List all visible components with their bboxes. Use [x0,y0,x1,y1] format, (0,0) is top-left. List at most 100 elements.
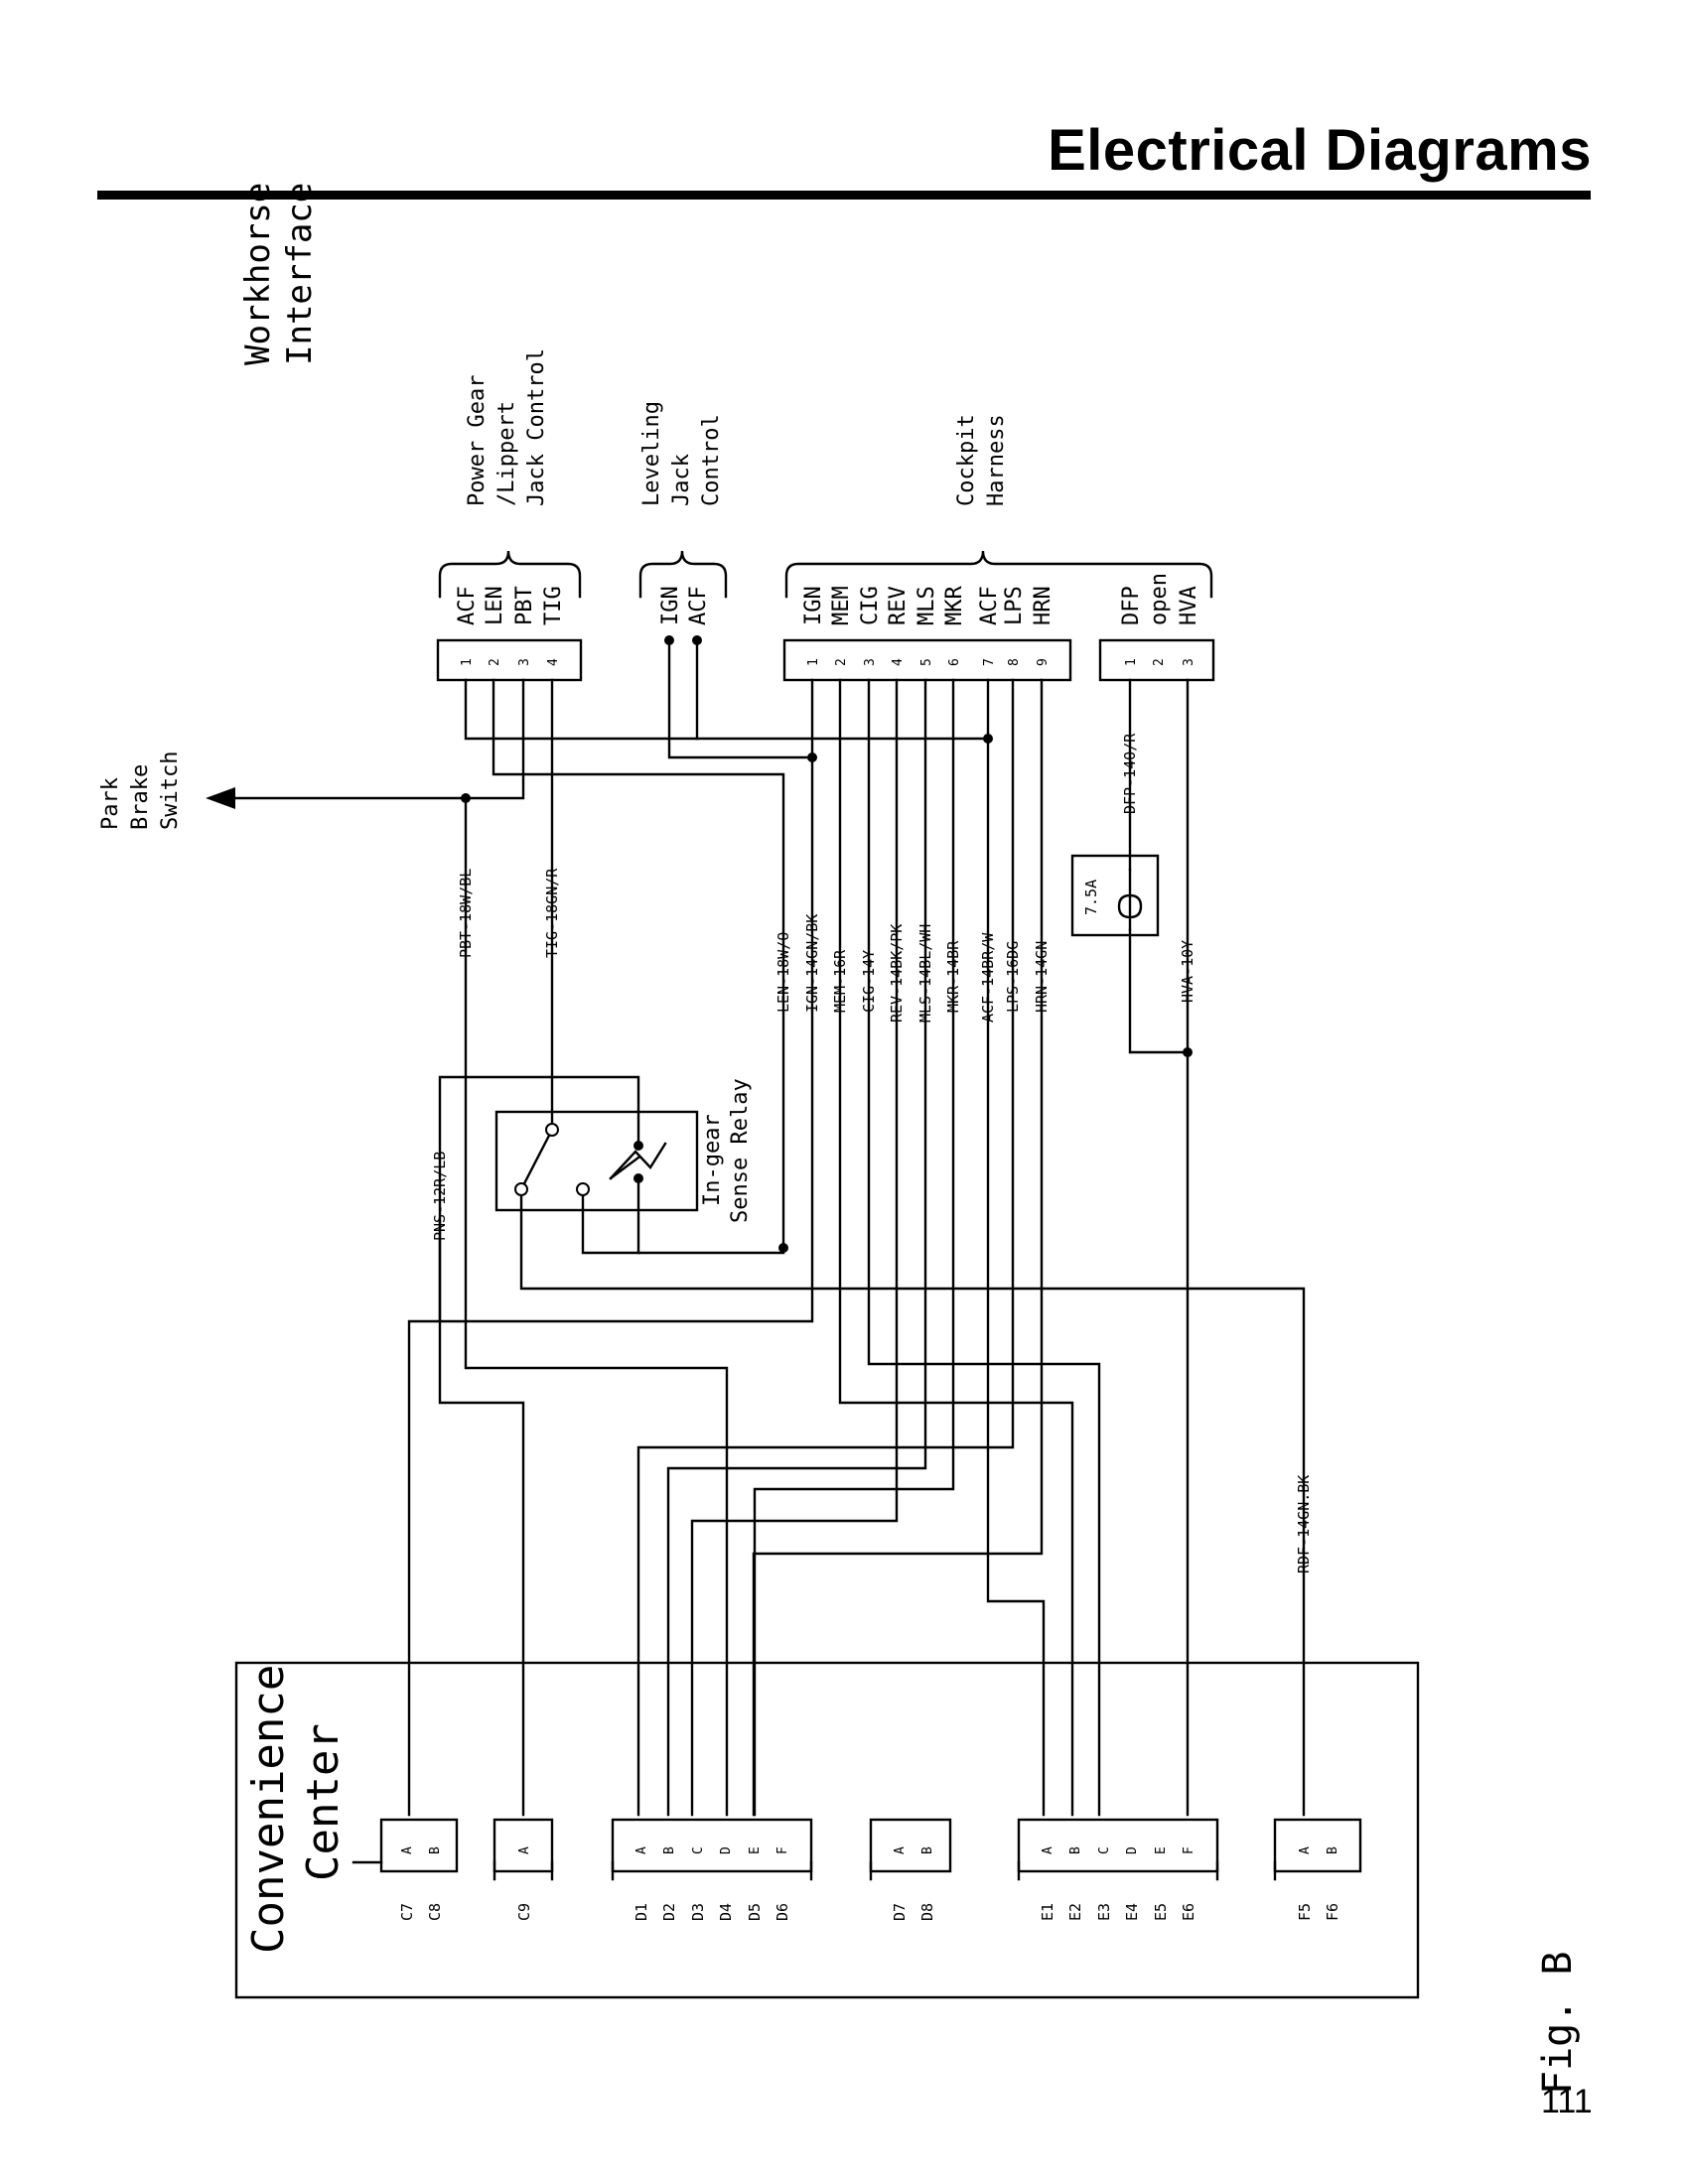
block-c9 [492,1818,554,1873]
wire-cig [867,678,1101,1817]
figure-label: Fig. B [1535,1952,1581,2096]
group-leveling-3: Control [699,414,724,506]
wire-ign-lev [667,638,814,759]
cc-pin-label: E6 [1180,1903,1197,1921]
convenience-center-box [234,1661,1420,1999]
wire-label-pns: PNS-12R/LB [431,1152,449,1241]
block-f5f6 [1273,1818,1362,1873]
park-brake-arrow [206,787,235,809]
signal-pg-acf: ACF [455,586,480,625]
relay-terminal-b [514,1182,528,1196]
cc-pin-label: D3 [689,1903,707,1921]
relay-nc-wire [519,1187,1306,1817]
cc-pin-label: E2 [1066,1903,1084,1921]
cc-pin-label: C9 [515,1903,533,1921]
wire-label-ign: IGN-14GN/BK [803,914,821,1013]
cc-pin-label: E3 [1095,1903,1113,1921]
wire-acf-pg [464,678,990,741]
block-c7c8 [379,1818,459,1873]
wire-len-pg [492,678,785,1250]
cc-pin: E [1154,1846,1169,1854]
wire-mls [666,678,927,1817]
cc-pin-label: D8 [918,1903,936,1921]
wire-label-acf: ACF-14BR/W [979,932,997,1023]
junction-hva [1183,1047,1193,1057]
cc-pin-label: E1 [1039,1903,1056,1921]
pin-pg-4: 4 [546,658,561,666]
junction-pbt [461,793,471,803]
cc-pin-label: F5 [1296,1903,1314,1921]
signal-ck-mem: MEM [829,586,854,625]
group-leveling-1: Leveling [639,401,664,506]
wire-label-mem: MEM-16R [831,949,849,1013]
fuse-element [1117,868,1143,932]
cc-pin: B [920,1846,935,1854]
pin-pg-2: 2 [488,658,502,666]
group-cockpit-1: Cockpit [954,414,979,506]
cc-pin: B [1326,1846,1340,1854]
pin-pg-1: 1 [460,658,475,666]
cc-pin-label: C8 [426,1903,444,1921]
wire-label-dfp: DFP-14O/R [1121,733,1139,814]
cc-pin: A [400,1846,415,1854]
pin-ck-5: 5 [919,658,934,666]
wire-label-hrn: HRN-14GN [1033,941,1051,1013]
cockpit-connector-b [1098,638,1215,682]
relay-no-wire [581,1187,785,1255]
junction-lev-ign [664,635,674,645]
wire-label-lps: LPS-16DG [1004,941,1022,1013]
pin-ck-6: 6 [947,658,962,666]
signal-ck-open: open [1147,573,1172,625]
cc-pin: A [1041,1846,1055,1854]
cc-pin-label: C7 [398,1903,416,1921]
diagram-title-line1: Workhorse [238,183,278,365]
block-d1d6 [611,1818,813,1873]
cc-pin: A [893,1846,908,1854]
junction-ign [807,752,817,762]
wire-rev [690,678,899,1817]
signal-ck-ign: IGN [801,586,826,625]
relay-label-2: Sense Relay [728,1078,753,1223]
signal-ck-dfp: DFP [1119,586,1144,625]
relay-dot-1 [633,1141,643,1151]
block-e1e6 [1017,1818,1219,1873]
signal-ck-acf: ACF [977,586,1002,625]
junction-len [778,1243,788,1253]
signal-ck-rev: REV [886,586,911,625]
cc-pin-label: D5 [746,1903,764,1921]
cc-pin: B [662,1846,677,1854]
cc-pin-label: D1 [633,1903,650,1921]
signal-lev-acf: ACF [686,586,711,625]
wire-dfp-lower [1128,928,1190,1054]
cc-pin: A [634,1846,649,1854]
cc-pin: E [748,1846,763,1854]
cc-pin-label: D7 [891,1903,909,1921]
pin-ck-9: 9 [1036,658,1051,666]
cc-pin-label: E5 [1152,1903,1170,1921]
page-number: 111 [1541,2083,1593,2120]
cc-pin-label: E4 [1123,1903,1141,1921]
convenience-title-2: Center [298,1723,349,1881]
cc-pin: F [775,1846,790,1854]
fuse-box [1070,854,1160,937]
cc-pin: C [691,1846,706,1854]
diagram-title-line2: Interface [280,183,320,365]
pin-ck-7: 7 [982,658,997,666]
signal-ck-cig: CIG [858,586,883,625]
group-power-gear-3: Jack Control [524,348,549,506]
cc-pin: B [1068,1846,1083,1854]
relay-terminal-c [576,1182,590,1196]
header-rule [97,191,1591,200]
wire-label-tig: TIG-18GN/R [543,868,561,958]
relay-terminal-a [545,1123,559,1137]
pin-pg-3: 3 [517,658,532,666]
group-power-gear-2: /Lippert [494,401,519,506]
leveling-brace [638,550,728,599]
group-leveling-2: Jack [669,454,694,506]
cc-pin-label: F6 [1324,1903,1341,1921]
signal-ck-mkr: MKR [942,586,967,625]
relay-terminals [438,1075,640,1817]
signal-ck-hrn: HRN [1031,586,1055,625]
signal-lev-ign: IGN [658,586,683,625]
